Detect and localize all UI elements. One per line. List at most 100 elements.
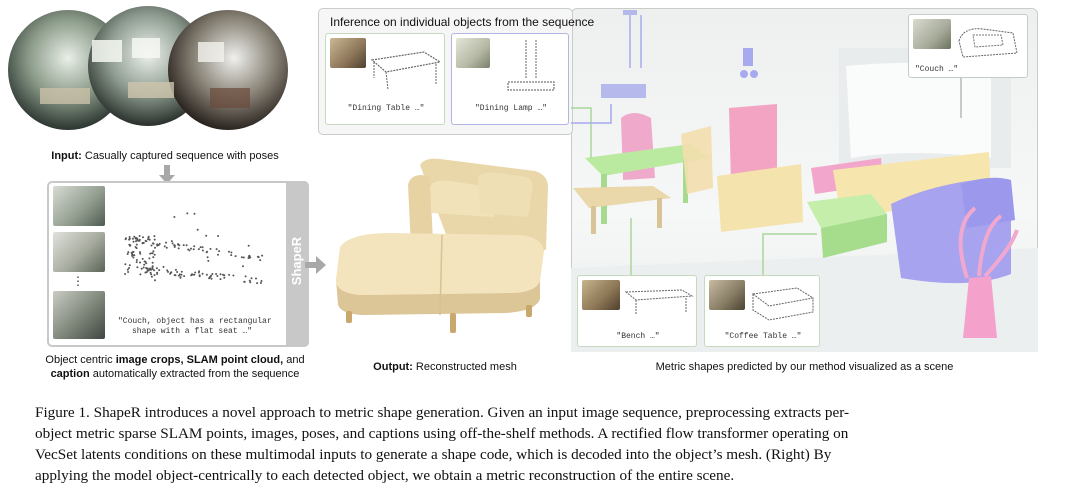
point-cloud-dot [139,261,141,264]
point-cloud-dot [135,259,138,261]
point-cloud-dot [180,270,183,273]
point-cloud-dot [141,257,144,260]
caption-line-4: applying the model object-centrically to… [35,467,735,484]
dining-lamp-card: "Dining Lamp …" [451,33,569,125]
point-cloud-dot [153,253,156,256]
dining-table-label: "Dining Table …" [347,104,425,113]
point-cloud-dot [215,273,218,275]
shaper-caption-line-2: shape with a flat seat …" [132,327,253,336]
point-cloud-dot [165,246,168,249]
dining-table-sketch [370,51,442,91]
point-cloud-dot [146,267,149,270]
point-cloud-dot [173,216,176,218]
image-crop-1 [53,186,105,226]
point-cloud-dot [142,236,144,239]
point-cloud-dot [170,240,173,243]
connector-lines [571,78,962,275]
point-cloud-dot [248,254,251,257]
point-cloud-dot [173,244,176,247]
point-cloud-dot [174,268,177,271]
point-cloud-dot [240,256,243,259]
desc-line1-b: image crops, SLAM point cloud, [115,354,284,366]
bench-card: "Bench …" [577,275,697,347]
point-cloud-dot [201,246,204,249]
point-cloud-dot [147,236,150,239]
caption-line-2: object metric sparse SLAM points, images… [35,425,849,442]
point-cloud-dot [151,265,154,268]
point-cloud-dot [193,245,196,248]
point-cloud-dot [223,276,226,279]
point-cloud-dot [206,256,209,259]
point-cloud-dot [135,240,137,243]
point-cloud-dot [249,281,252,284]
point-cloud-dot [128,243,131,246]
point-cloud-dot [151,268,154,270]
point-cloud-dot [153,238,156,241]
point-cloud-dot [207,259,210,262]
image-crop-3 [53,291,105,339]
point-cloud-dot [147,238,149,241]
point-cloud-dot [234,255,237,258]
image-crop-2 [53,232,105,272]
point-cloud-dot [128,237,131,240]
point-cloud-dot [124,273,127,275]
point-cloud-dot [228,250,230,253]
dining-table-card: "Dining Table …" [325,33,445,125]
point-cloud-dot [143,263,146,266]
point-cloud-dot [148,238,151,241]
point-cloud-dot [192,248,195,251]
point-cloud-dot [219,273,222,276]
point-cloud-dot [186,212,189,215]
point-cloud-dot [259,282,262,284]
point-cloud-dot [232,274,235,277]
point-cloud-dot [217,235,220,237]
point-cloud-dot [191,273,194,276]
couch-sketch [958,28,1018,58]
couch-card: "Couch …" [908,14,1028,78]
point-cloud-dot [197,248,200,251]
point-cloud-dot [153,274,156,277]
point-cloud-dot [242,256,245,259]
figure-caption: Figure 1. ShapeR introduces a novel appr… [35,402,1045,486]
desc-line2-a: caption [50,368,90,380]
point-cloud-dot [201,249,204,252]
point-cloud-dot [169,271,172,274]
coffee-table-label: "Coffee Table …" [724,332,802,341]
point-cloud-dot [140,267,143,270]
point-cloud-dot [247,244,250,247]
point-cloud-dot [135,261,138,264]
point-cloud-dot [167,270,169,273]
point-cloud-dot [152,250,155,253]
down-arrow-icon [159,165,175,184]
point-cloud-dot [205,251,208,254]
dining-lamp-label: "Dining Lamp …" [474,104,547,113]
point-cloud-dot [177,243,179,246]
point-cloud-dot [198,270,201,273]
fisheye-frames-illustration [8,6,288,130]
point-cloud-dot [196,228,199,231]
point-cloud-dot [194,271,197,274]
coffee-table-card: "Coffee Table …" [704,275,820,347]
output-label-bold: Output: [373,361,413,373]
point-cloud-dot [134,237,137,239]
inference-title: Inference on individual objects from the… [330,15,595,29]
caption-line-1: Figure 1. ShapeR introduces a novel appr… [35,404,850,421]
point-cloud-dot [149,267,152,270]
point-cloud-dot [136,239,139,242]
input-label-text: Casually captured sequence with poses [81,150,279,162]
bench-label: "Bench …" [616,332,660,341]
point-cloud-dot [182,244,185,247]
point-cloud-dot [142,266,145,269]
point-cloud-dot [156,271,159,274]
point-cloud-dot [124,238,127,241]
point-cloud-dot [165,241,167,244]
point-cloud-dot [155,267,158,270]
point-cloud-dot [222,273,224,276]
coffee-table-sketch [751,287,815,321]
point-cloud-dot [209,275,212,278]
point-cloud-dot [248,279,251,282]
point-cloud-dot [150,275,153,278]
right-arrow-icon [305,256,326,274]
point-cloud-dot [201,272,204,275]
point-cloud-dot [199,246,202,249]
